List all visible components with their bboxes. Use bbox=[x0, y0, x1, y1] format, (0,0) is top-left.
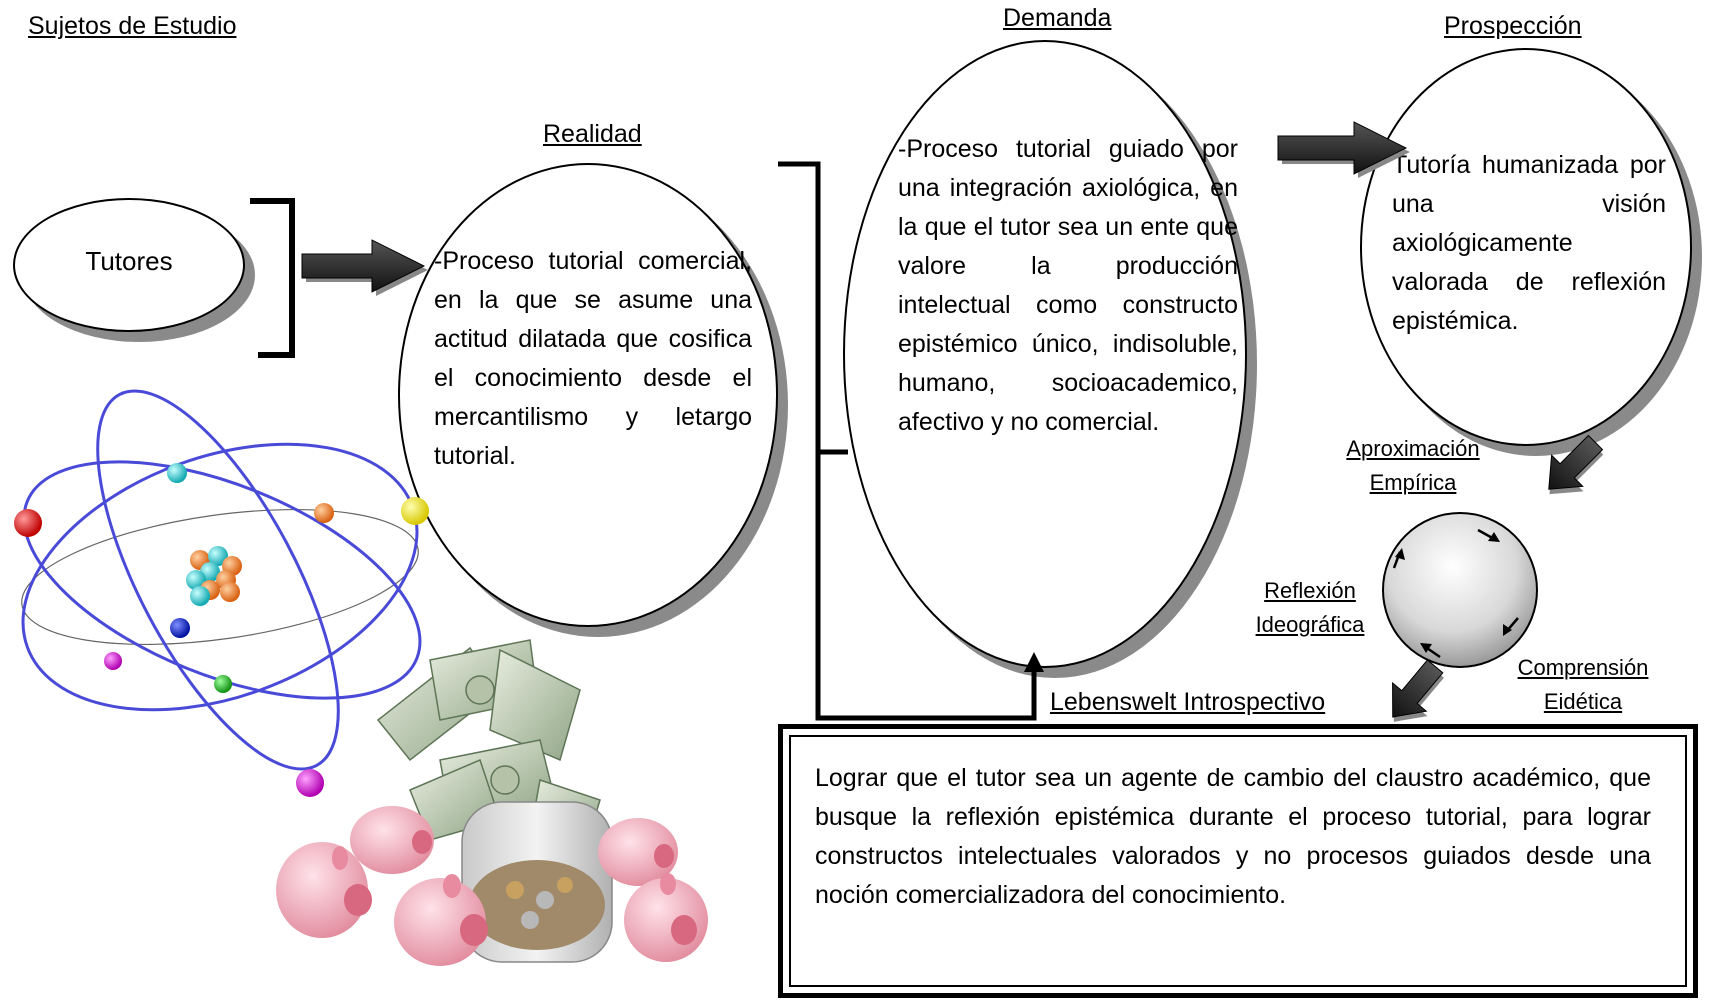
label-prospeccion: Prospección bbox=[1444, 12, 1582, 40]
cycle-sphere bbox=[1382, 512, 1538, 668]
label-realidad: Realidad bbox=[543, 120, 642, 148]
arrow-to-prospeccion bbox=[1277, 121, 1410, 178]
tutores-node bbox=[13, 198, 245, 332]
label-reflexion-ideografica: Reflexión Ideográfica bbox=[1240, 574, 1380, 642]
label-sujetos-de-estudio: Sujetos de Estudio bbox=[28, 12, 237, 40]
comprension-line2: Eidética bbox=[1543, 689, 1623, 714]
prospeccion-text: Tutoría humanizada por una visión axioló… bbox=[1392, 151, 1666, 335]
label-comprension-eidetica: Comprensión Eidética bbox=[1500, 651, 1666, 719]
prospeccion-node bbox=[1360, 48, 1692, 446]
arrow-to-cycle bbox=[1548, 434, 1604, 495]
label-demanda: Demanda bbox=[1003, 4, 1112, 32]
label-aproximacion-empirica: Aproximación Empírica bbox=[1328, 432, 1498, 500]
arrow-up-to-demanda bbox=[1024, 652, 1044, 672]
tutores-label: Tutores bbox=[85, 246, 173, 276]
realidad-text: -Proceso tutorial comercial, en la que s… bbox=[434, 247, 752, 470]
label-lebenswelt-introspectivo: Lebenswelt Introspectivo bbox=[1050, 688, 1326, 716]
objective-box-inner: Lograr que el tutor sea un agente de cam… bbox=[789, 735, 1687, 987]
objective-box: Lograr que el tutor sea un agente de cam… bbox=[778, 724, 1698, 998]
reflexion-line1: Reflexión bbox=[1264, 578, 1356, 603]
arrow-to-objective bbox=[1392, 659, 1444, 722]
aproximacion-line1: Aproximación bbox=[1346, 436, 1480, 461]
realidad-demanda-bracket bbox=[778, 161, 1037, 721]
aproximacion-line2: Empírica bbox=[1369, 470, 1457, 495]
demanda-text: -Proceso tutorial guiado por una integra… bbox=[898, 135, 1238, 436]
objective-text: Lograr que el tutor sea un agente de cam… bbox=[815, 764, 1651, 909]
comprension-line1: Comprensión bbox=[1517, 655, 1649, 680]
demanda-node bbox=[843, 40, 1247, 668]
tutores-bracket bbox=[250, 198, 295, 358]
reflexion-line2: Ideográfica bbox=[1255, 612, 1365, 637]
realidad-node bbox=[398, 163, 778, 627]
arrow-to-realidad bbox=[301, 239, 428, 296]
